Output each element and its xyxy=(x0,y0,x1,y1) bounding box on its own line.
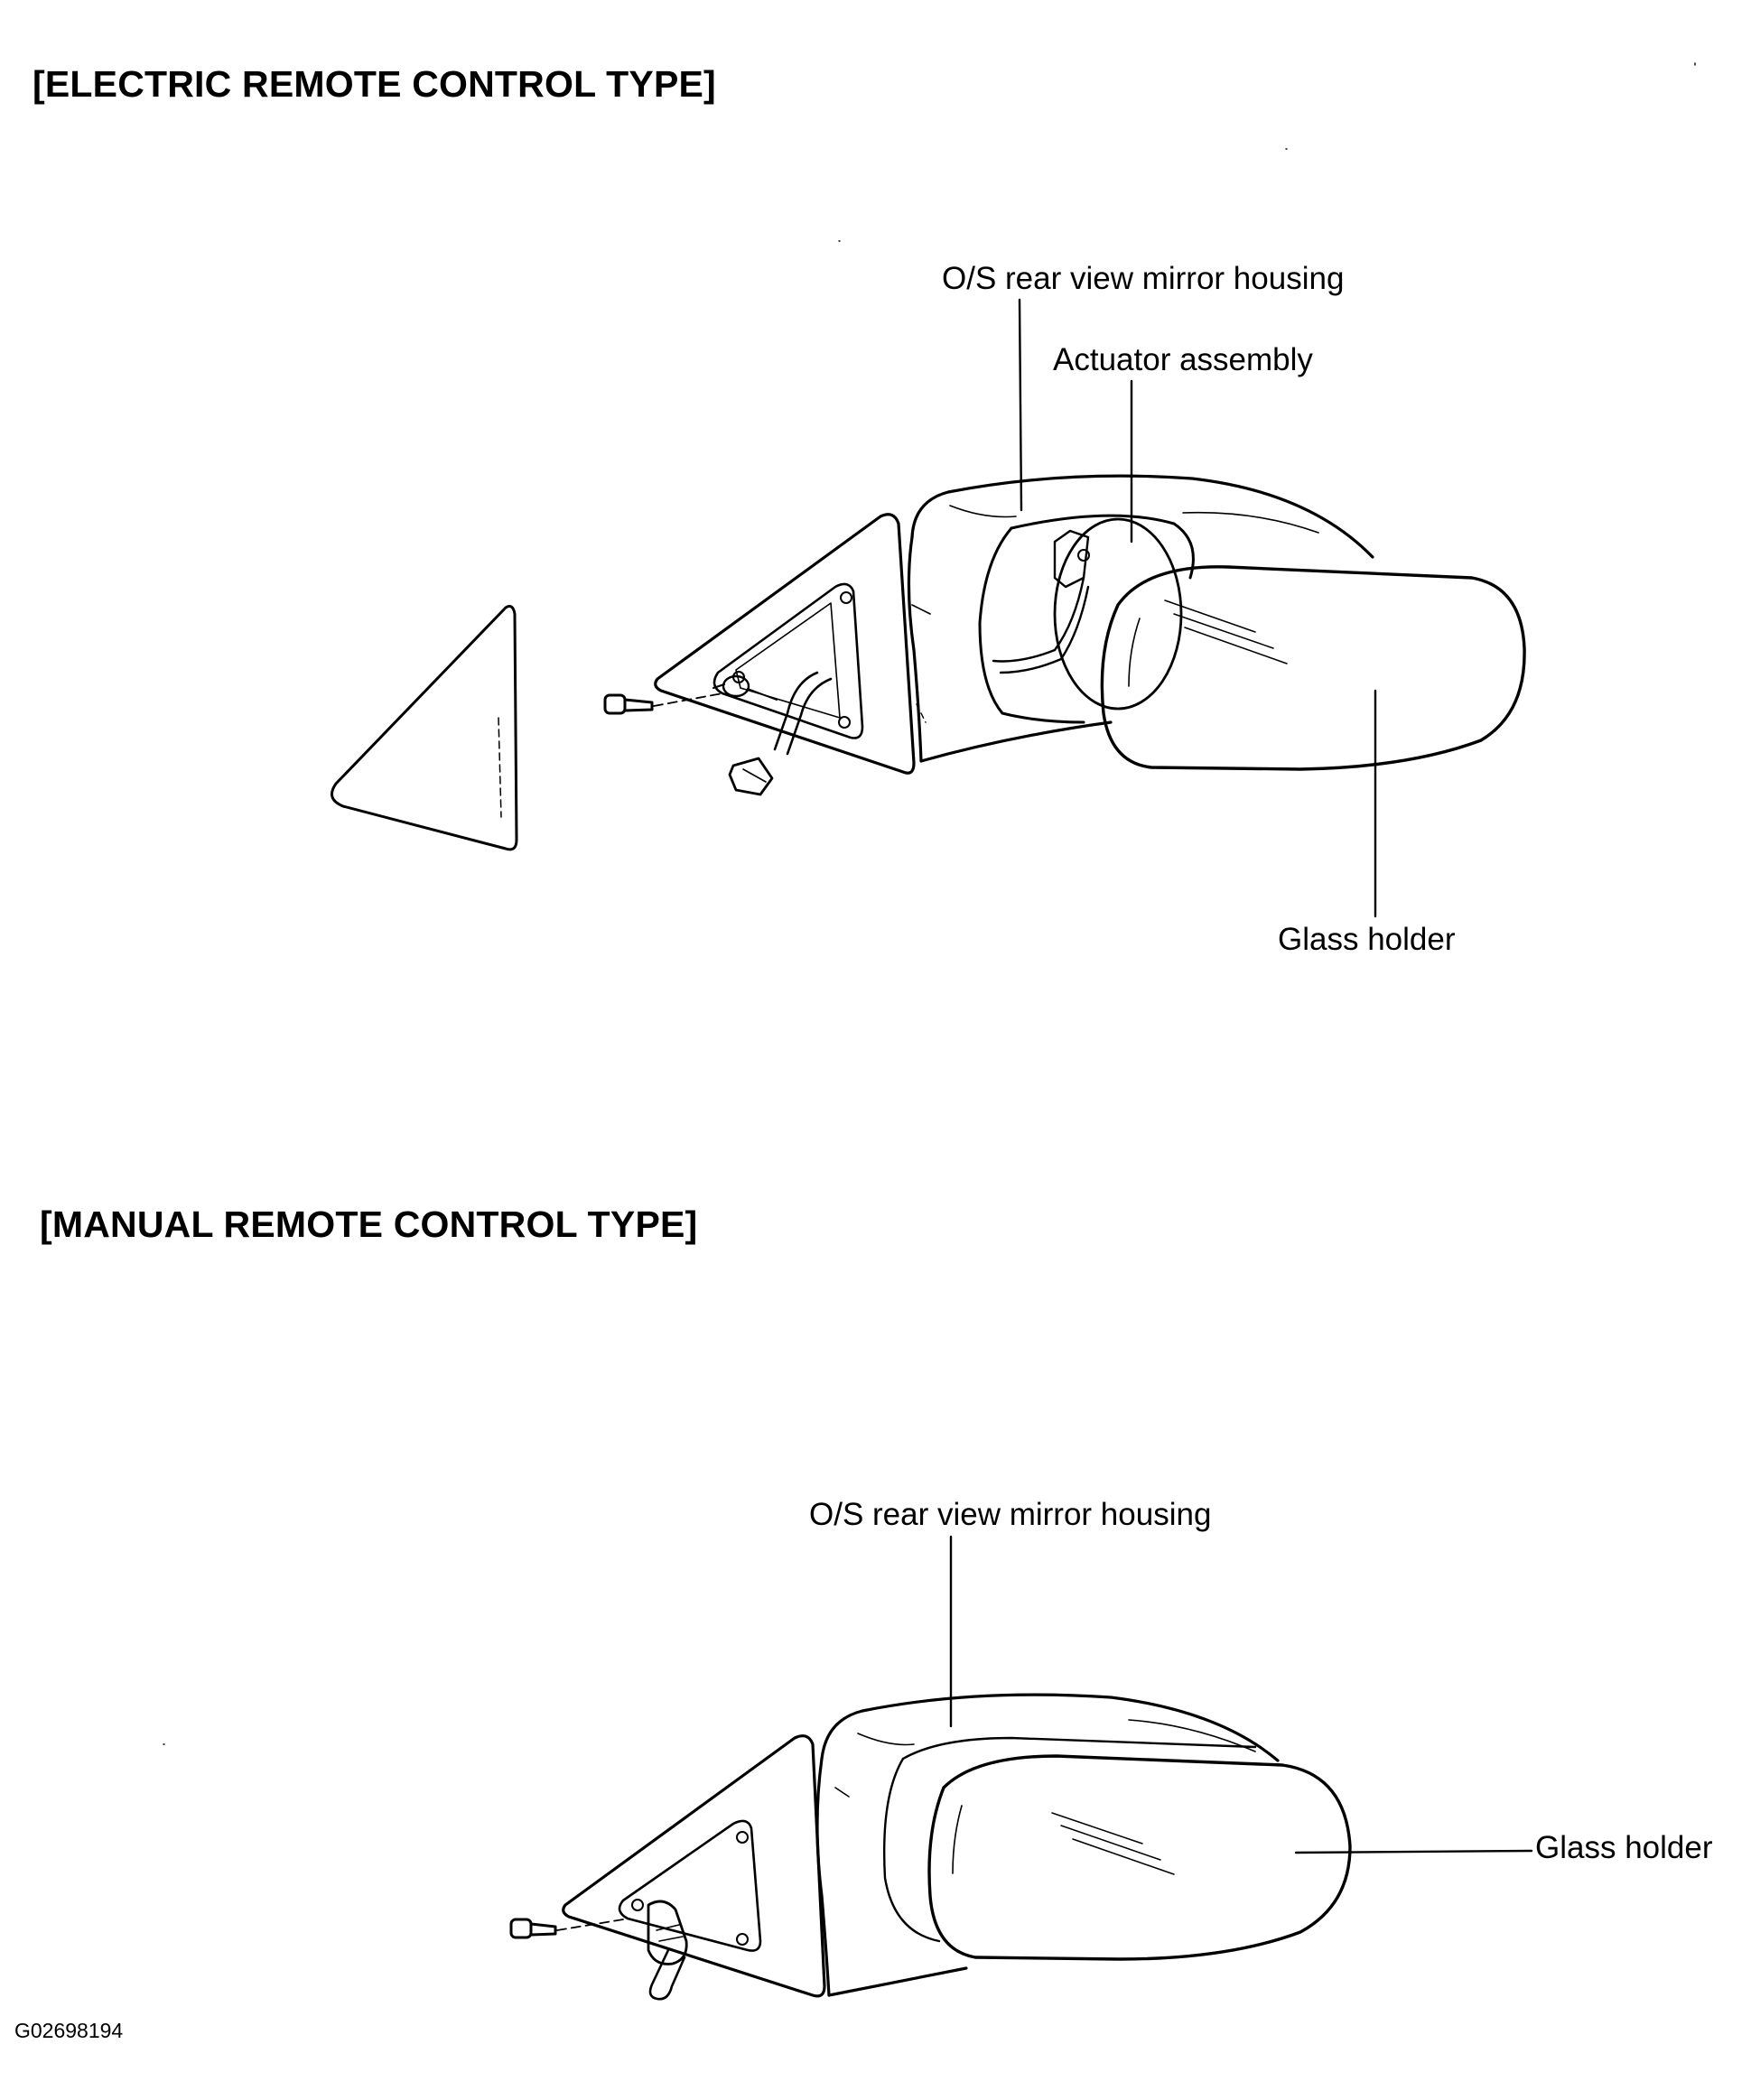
label-electric-actuator-assembly: Actuator assembly xyxy=(1053,342,1313,377)
manual-assembly-drawing xyxy=(509,1535,1533,2001)
electric-leader-lines xyxy=(1018,298,1377,918)
label-electric-mirror-housing: O/S rear view mirror housing xyxy=(942,261,1345,296)
electric-glass-holder xyxy=(1100,565,1526,771)
electric-mounting-bolt xyxy=(603,692,723,715)
manual-glass-holder xyxy=(927,1754,1352,1961)
electric-mirror-housing xyxy=(907,474,1374,763)
scan-specks xyxy=(163,62,1696,1745)
electric-actuator-assembly xyxy=(978,514,1195,724)
electric-assembly-drawing xyxy=(331,298,1526,918)
manual-leader-lines xyxy=(949,1535,1533,1854)
electric-mounting-bracket xyxy=(654,513,916,796)
manual-mirror-housing xyxy=(815,1693,1280,1997)
section-title-electric: [ELECTRIC REMOTE CONTROL TYPE] xyxy=(33,63,716,105)
figure-code: G02698194 xyxy=(14,2019,124,2042)
label-manual-mirror-housing: O/S rear view mirror housing xyxy=(809,1497,1212,1532)
manual-mounting-bracket xyxy=(562,1734,826,2001)
label-electric-glass-holder: Glass holder xyxy=(1278,922,1456,957)
section-title-manual: [MANUAL REMOTE CONTROL TYPE] xyxy=(40,1203,698,1245)
electric-triangle-cover xyxy=(331,605,518,851)
label-manual-glass-holder: Glass holder xyxy=(1535,1830,1713,1865)
